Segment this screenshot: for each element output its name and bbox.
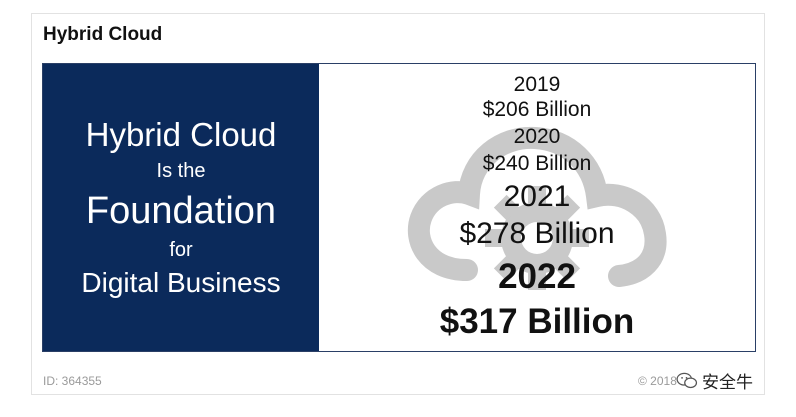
copyright-notice: © 2018	[638, 374, 677, 388]
headline-block: Hybrid Cloud Is the Foundation for Digit…	[43, 64, 319, 351]
wechat-icon	[676, 372, 698, 388]
forecast-year-2020: 2020	[513, 125, 561, 148]
forecast-year-2019: 2019	[513, 73, 561, 96]
cloud-gear-icon	[407, 126, 667, 290]
infographic-panel: Hybrid Cloud Is the Foundation for Digit…	[42, 63, 756, 352]
forecast-value-2020: $240 Billion	[482, 152, 592, 175]
forecast-year-2021: 2021	[503, 180, 571, 213]
forecast-value-2021: $278 Billion	[459, 217, 615, 250]
forecast-value-2022: $317 Billion	[439, 302, 635, 341]
headline-line-2: Is the	[156, 160, 206, 182]
headline-line-5: Digital Business	[81, 267, 281, 298]
forecast-block: 2019 $206 Billion 2020 $240 Billion 2021…	[319, 64, 755, 351]
card-title: Hybrid Cloud	[43, 24, 163, 45]
headline-line-4: for	[169, 239, 193, 261]
watermark: 安全牛	[676, 368, 753, 393]
headline-line-1: Hybrid Cloud	[85, 116, 277, 153]
figure-id: ID: 364355	[43, 374, 102, 388]
forecast-year-2022: 2022	[498, 257, 576, 296]
watermark-text: 安全牛	[702, 373, 753, 392]
figure-card: Hybrid Cloud Hybrid Cloud Is the Foundat…	[31, 13, 765, 395]
headline-line-3: Foundation	[85, 190, 277, 232]
forecast-value-2019: $206 Billion	[482, 98, 592, 121]
